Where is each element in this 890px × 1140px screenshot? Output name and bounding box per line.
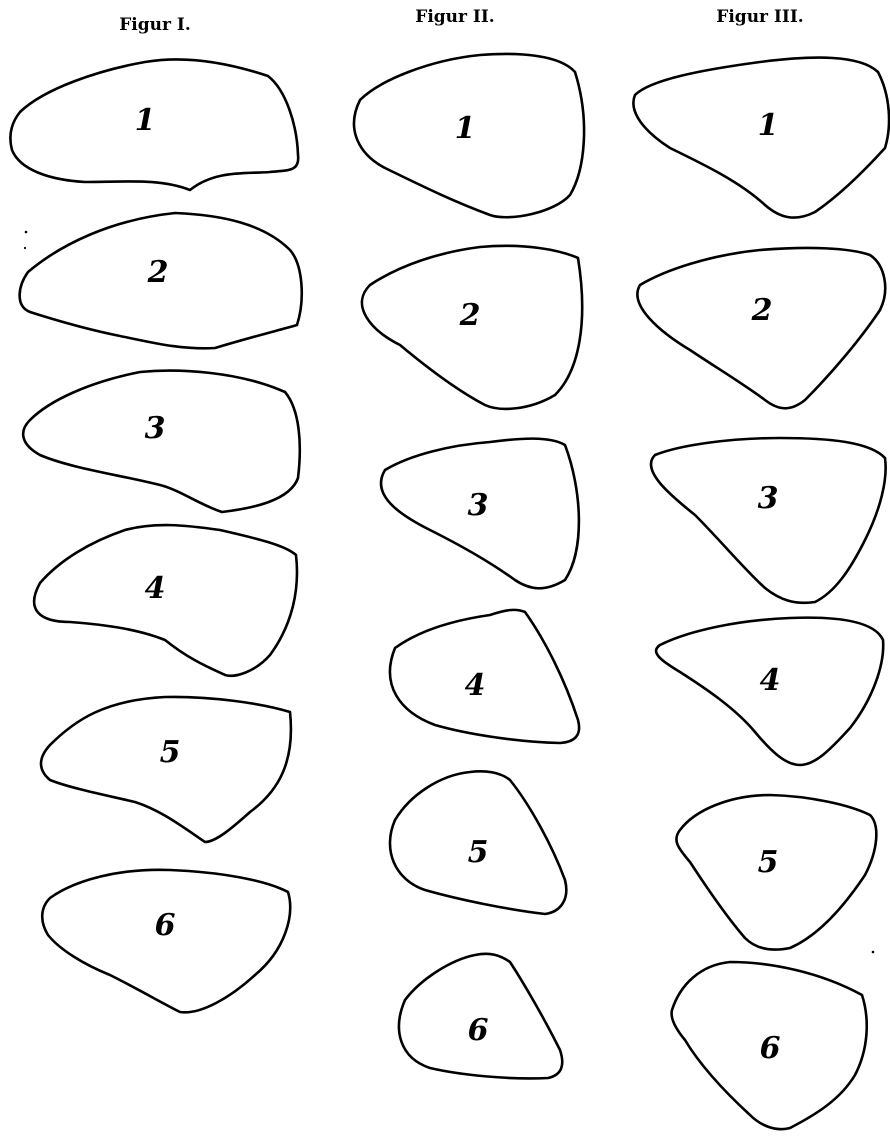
figure-1-shape-4-label: 4 (145, 571, 166, 606)
figure-3-shape-4: 4 (656, 618, 883, 765)
figure-3-shape-3: 3 (651, 438, 886, 603)
figure-1-shape-5: 5 (41, 697, 291, 842)
figure-2-shape-1: 1 (354, 54, 584, 217)
figure-2-group: 1 2 3 4 5 6 (354, 54, 584, 1078)
figure-2-shape-4-label: 4 (465, 668, 486, 703)
figure-3-shape-2-label: 2 (751, 293, 773, 328)
figure-1-shape-2: 2 (20, 213, 302, 348)
figure-3-shape-2: 2 (637, 248, 885, 408)
figure-3-shape-6: 6 (672, 962, 867, 1129)
figure-2-shape-5: 5 (390, 771, 566, 914)
figure-1-shape-2-label: 2 (147, 255, 169, 290)
figure-2-shape-6: 6 (399, 954, 562, 1079)
figure-1-shape-6: 6 (42, 870, 290, 1013)
paper-speck (25, 231, 28, 234)
figure-3-shape-1: 1 (633, 58, 889, 218)
figure-3-shape-1-label: 1 (758, 108, 779, 143)
paper-speck (872, 951, 875, 954)
figure-3-shape-3-label: 3 (758, 481, 779, 516)
figure-2-shape-2-label: 2 (459, 298, 481, 333)
figure-2-shape-5-label: 5 (468, 835, 489, 870)
figure-2-shape-3: 3 (381, 439, 579, 589)
figure-1-title: Figur I. (119, 15, 191, 35)
figure-1-shape-3: 3 (23, 371, 300, 512)
figure-1-group: 1 2 3 4 5 6 (10, 59, 301, 1012)
figure-2-shape-3-label: 3 (468, 488, 489, 523)
figure-1-shape-6-label: 6 (155, 908, 176, 943)
figure-2-shape-2: 2 (362, 246, 582, 409)
figure-2-title: Figur II. (415, 7, 494, 27)
figure-3-shape-5: 5 (676, 795, 876, 950)
figure-3-group: 1 2 3 4 5 6 (633, 58, 889, 1130)
paper-speck (24, 247, 26, 249)
figure-3-shape-4-label: 4 (760, 663, 781, 698)
figure-1-shape-3-label: 3 (145, 411, 166, 446)
figure-1-shape-5-label: 5 (160, 735, 181, 770)
figure-3-title: Figur III. (716, 7, 803, 27)
figure-1-shape-1: 1 (10, 59, 298, 190)
figure-2-shape-6-label: 6 (468, 1013, 489, 1048)
figure-3-shape-5-label: 5 (758, 845, 779, 880)
figure-2-shape-1-label: 1 (455, 111, 476, 146)
figure-2-shape-4: 4 (390, 610, 579, 743)
figure-1-shape-1-label: 1 (135, 103, 156, 138)
figure-1-shape-4: 4 (34, 525, 297, 676)
figure-3-shape-6-label: 6 (760, 1031, 781, 1066)
